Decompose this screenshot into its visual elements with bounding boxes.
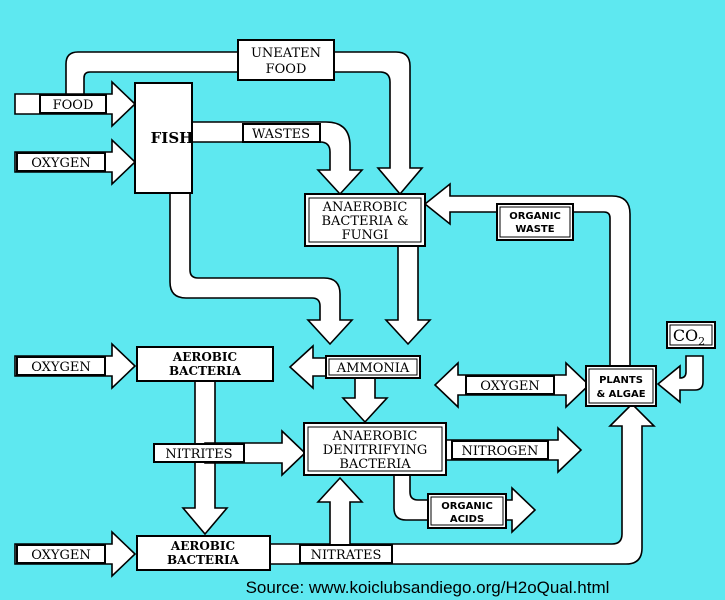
aerobic-bacteria-1-line2: BACTERIA: [169, 364, 242, 378]
source-caption: Source: www.koiclubsandiego.org/H2oQual.…: [245, 578, 610, 597]
denitrifying-line3: BACTERIA: [339, 457, 411, 472]
oxygen-aerobic2-label: OXYGEN: [31, 548, 91, 563]
oxygen-aerobic1-label: OXYGEN: [31, 360, 91, 375]
ammonia-box: [325, 355, 421, 379]
uneaten-food-box: [237, 39, 335, 81]
plants-algae-inner: [588, 368, 654, 404]
aerobic-bacteria-2-box: [136, 535, 271, 571]
nitrates-box: [299, 544, 393, 564]
denitrifying-inner: [307, 426, 443, 472]
anaerobic-fungi-line3: FUNGI: [342, 228, 389, 243]
oxygen-fish-box: [16, 152, 106, 172]
co2-subscript: 2: [698, 335, 705, 348]
organic-acids-box: [427, 493, 507, 529]
co2-box: [666, 321, 716, 349]
arrow-nitrates-to-denitrifying: [316, 476, 364, 547]
anaerobic-fungi-line2: BACTERIA &: [321, 214, 408, 229]
co2-label: CO2: [673, 326, 705, 348]
plants-algae-line2: & ALGAE: [596, 389, 645, 400]
arrow-fish-to-ammonia: [169, 191, 354, 346]
plants-algae-box: [585, 365, 657, 407]
wastes-label: WASTES: [252, 127, 310, 142]
aerobic-bacteria-1-line1: AEROBIC: [172, 350, 237, 364]
nitrites-label: NITRITES: [165, 447, 232, 462]
arrow-ammonia-to-denitrifying: [341, 377, 389, 424]
oxygen-plants-box: [465, 375, 555, 395]
organic-acids-line1: ORGANIC: [441, 501, 493, 512]
co2-inner: [669, 324, 713, 346]
co2-text: CO: [673, 326, 698, 345]
aerobic-bacteria-2-line2: BACTERIA: [167, 553, 240, 567]
food-label: FOOD: [53, 98, 94, 113]
anaerobic-fungi-line1: ANAEROBIC: [322, 200, 408, 215]
organic-waste-inner: [499, 206, 571, 238]
nitrates-label: NITRATES: [311, 548, 382, 563]
wastes-box: [242, 123, 321, 143]
anaerobic-fungi-box: [304, 193, 426, 247]
arrow-co2-to-plants: [656, 355, 704, 404]
anaerobic-fungi-inner: [308, 197, 422, 243]
aerobic-bacteria-2-line1: AEROBIC: [170, 539, 235, 553]
uneaten-food-line2: FOOD: [266, 62, 307, 77]
nitrogen-label: NITROGEN: [462, 444, 539, 459]
oxygen-plants-label: OXYGEN: [480, 379, 540, 394]
nitrites-box: [153, 443, 245, 463]
denitrifying-box: [303, 422, 447, 476]
ammonia-inner: [328, 358, 418, 376]
organic-waste-line1: ORGANIC: [509, 211, 561, 222]
denitrifying-line1: ANAEROBIC: [332, 429, 418, 444]
arrow-anaerobic-to-ammonia: [384, 243, 432, 346]
fish-box: [134, 82, 193, 194]
organic-acids-inner: [430, 496, 504, 526]
arrow-organic-waste: [423, 182, 631, 369]
food-label-box: [39, 94, 107, 114]
oxygen-fish-label: OXYGEN: [31, 156, 91, 171]
ammonia-label: AMMONIA: [336, 361, 410, 376]
denitrifying-line2: DENITRIFYING: [323, 443, 428, 458]
uneaten-food-line1: UNEATEN: [251, 46, 321, 61]
aerobic-bacteria-1-box: [136, 346, 274, 382]
arrow-uneaten-food: [65, 51, 424, 196]
plants-algae-line1: PLANTS: [599, 375, 643, 386]
fish-label: FISH: [151, 129, 194, 147]
nitrogen-box: [451, 440, 549, 460]
organic-waste-box: [496, 203, 574, 241]
oxygen-aerobic1-box: [16, 356, 106, 376]
organic-waste-line2: WASTE: [515, 224, 554, 235]
organic-acids-line2: ACIDS: [450, 514, 484, 525]
arrow-ammonia-to-aerobic: [288, 344, 327, 390]
oxygen-aerobic2-box: [16, 544, 106, 564]
